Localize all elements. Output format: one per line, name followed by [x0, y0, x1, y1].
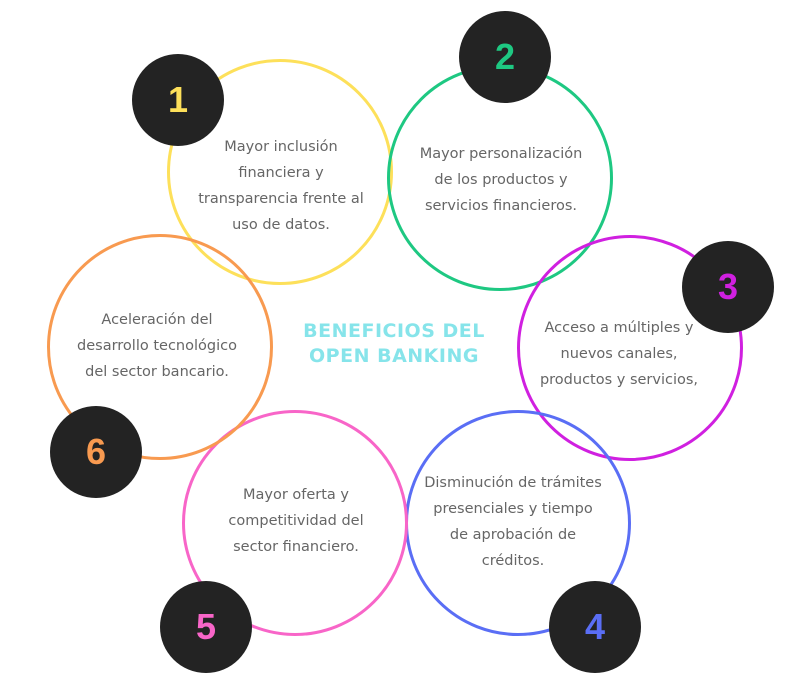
benefit-text-6: Aceleración del desarrollo tecnológico d…	[77, 312, 237, 380]
benefit-text-2: Mayor personalización de los productos y…	[419, 146, 583, 214]
number-badge-1: 1	[132, 54, 224, 146]
benefit-text-3: Acceso a múltiples y nuevos canales, pro…	[539, 320, 699, 388]
number-badge-3: 3	[682, 241, 774, 333]
benefit-text-5: Mayor oferta y competitividad del sector…	[228, 487, 364, 555]
benefit-text-1: Mayor inclusión financiera y transparenc…	[198, 139, 364, 233]
diagram-title: BENEFICIOS DEL OPEN BANKING	[303, 319, 485, 369]
benefit-ring-6	[47, 234, 273, 460]
number-badge-2: 2	[459, 11, 551, 103]
benefit-text-4: Disminución de trámites presenciales y t…	[424, 475, 602, 569]
title-line-1: BENEFICIOS DEL	[303, 320, 485, 342]
number-badge-6: 6	[50, 406, 142, 498]
title-line-2: OPEN BANKING	[309, 345, 479, 367]
number-badge-4: 4	[549, 581, 641, 673]
benefit-ring-3	[517, 235, 743, 461]
benefit-ring-5	[182, 410, 408, 636]
number-badge-5: 5	[160, 581, 252, 673]
